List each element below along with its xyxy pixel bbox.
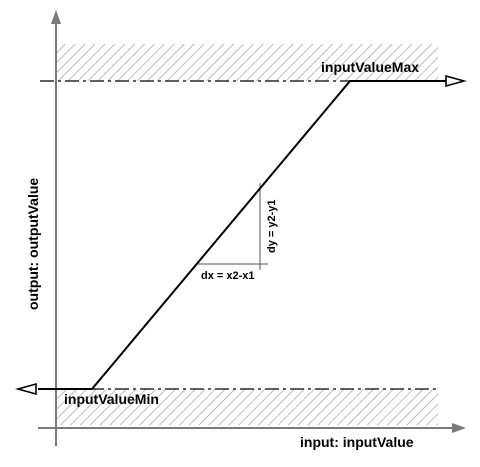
- transfer-curve: [38, 80, 452, 390]
- min-label: inputValueMin: [64, 391, 159, 407]
- x-axis-arrowhead: [452, 423, 466, 433]
- upper-hatched-band: [56, 44, 438, 81]
- x-axis-label: input: inputValue: [300, 434, 414, 450]
- y-axis-label: output: outputValue: [25, 178, 41, 310]
- max-label: inputValueMax: [321, 59, 419, 75]
- max-arrowhead: [445, 74, 467, 88]
- min-arrowhead: [15, 382, 37, 396]
- y-axis-arrowhead: [51, 10, 61, 24]
- dx-label: dx = x2-x1: [201, 270, 255, 282]
- lower-hatched-band: [56, 389, 438, 425]
- dy-label: dy = y2-y1: [266, 199, 278, 253]
